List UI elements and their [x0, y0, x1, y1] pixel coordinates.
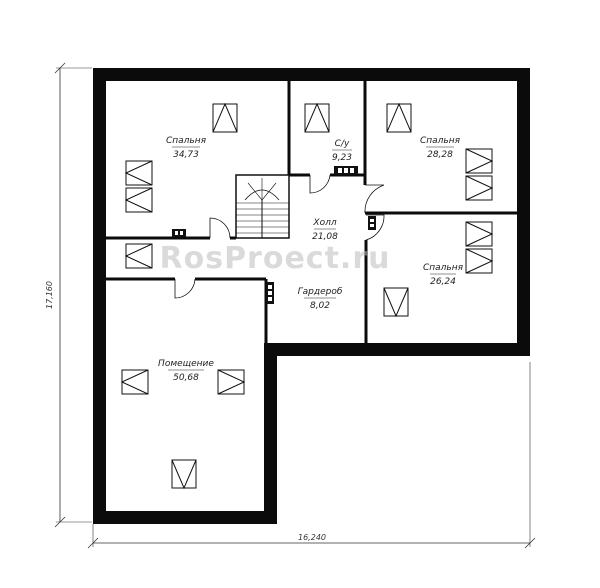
window-bedroom-1-side-a [124, 160, 153, 186]
room-area: 34,73 [173, 150, 199, 160]
room-name: С/у [335, 139, 350, 149]
room-area: 8,02 [310, 301, 330, 311]
window-room-bottom [171, 459, 197, 490]
room-name: Спальня [166, 136, 207, 146]
room-area: 28,28 [427, 150, 453, 160]
room-space: Помещение 50,68 [158, 359, 214, 383]
dimension-width: 16,240 [87, 362, 536, 549]
room-area: 21,08 [312, 232, 338, 242]
room-area: 50,68 [173, 373, 199, 383]
room-bedroom-3: Спальня 26,24 [423, 263, 464, 287]
window-bedroom-3-bottom [383, 287, 409, 318]
room-area: 9,23 [332, 153, 352, 163]
room-hall: Холл 21,08 [312, 218, 338, 242]
room-name: Помещение [158, 359, 214, 369]
roof-windows [120, 102, 494, 490]
doors [174, 174, 385, 299]
room-name: Спальня [423, 263, 464, 273]
room-wardrobe: Гардероб 8,02 [298, 287, 343, 311]
room-name: Гардероб [298, 287, 343, 297]
window-room-left [120, 369, 149, 395]
vent-blocks [172, 166, 376, 304]
window-bedroom-2-side-a [465, 148, 494, 174]
window-bedroom-1-top [212, 102, 238, 133]
window-bedroom-1-side-b [124, 187, 153, 213]
room-bathroom: С/у 9,23 [332, 139, 352, 163]
room-name: Холл [312, 218, 336, 228]
window-corridor [124, 243, 153, 269]
staircase [235, 174, 290, 239]
window-bathroom [304, 102, 330, 133]
room-bedroom-1: Спальня 34,73 [166, 136, 207, 160]
window-bedroom-3-side-a [465, 221, 494, 247]
dimension-width-label: 16,240 [298, 533, 326, 542]
room-bedroom-2: Спальня 28,28 [420, 136, 461, 160]
watermark: RosProect.ru [160, 241, 391, 276]
room-area: 26,24 [430, 277, 456, 287]
outer-walls [93, 68, 530, 524]
window-bedroom-3-side-b [465, 248, 494, 274]
window-bedroom-2-side-b [465, 175, 494, 201]
dimension-height: 17,160 [45, 62, 92, 528]
room-name: Спальня [420, 136, 461, 146]
dimension-height-label: 17,160 [45, 281, 54, 309]
window-room-right [217, 369, 246, 395]
window-bedroom-2-top [386, 102, 412, 133]
